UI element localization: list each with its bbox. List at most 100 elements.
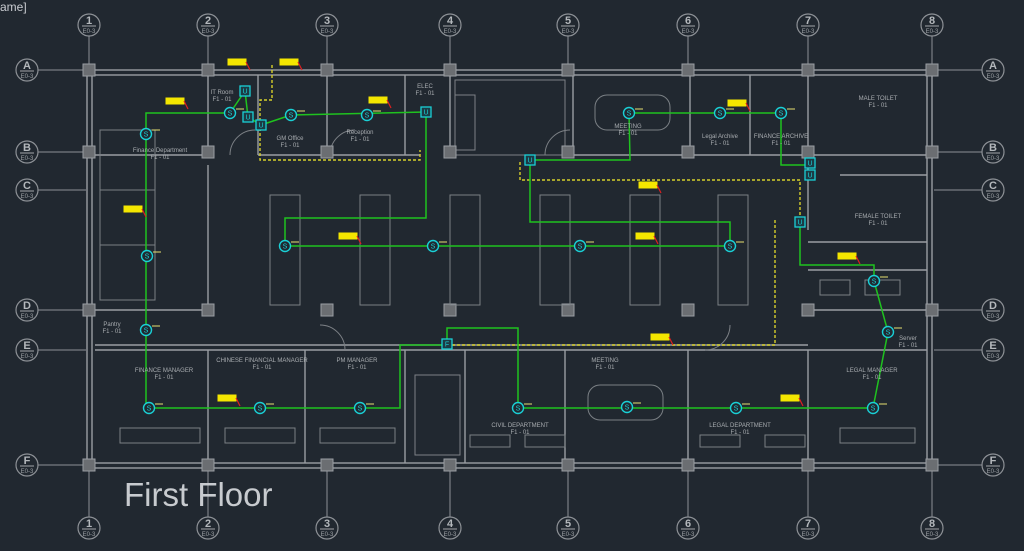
grid-label: D <box>23 300 31 312</box>
room-name: IT Room <box>211 90 234 96</box>
speaker-icon[interactable]: S <box>729 401 751 415</box>
grid-bubble-right: FE0-3 <box>981 453 1005 477</box>
fixtures <box>123 58 861 407</box>
light-fixture <box>368 96 388 104</box>
room-name: Reception <box>346 130 373 136</box>
amplifier-unit-icon[interactable]: U <box>242 111 254 123</box>
light-fixture <box>123 205 143 213</box>
room-tag: F1 - 01 <box>150 155 170 161</box>
svg-text:S: S <box>228 111 233 118</box>
grid-label: 7 <box>805 15 811 27</box>
amplifier-unit-icon[interactable]: U <box>804 169 816 181</box>
sheet-ref: E0-3 <box>987 156 1000 162</box>
amplifier-unit-icon[interactable]: U <box>420 106 432 118</box>
room-name: Finance Department <box>133 148 188 154</box>
grid-label: D <box>989 300 997 312</box>
speaker-icon[interactable]: S <box>774 106 796 120</box>
speaker-icon[interactable]: S <box>278 239 300 253</box>
fire-panel-icon[interactable]: F <box>441 338 453 350</box>
svg-text:U: U <box>423 110 428 117</box>
speaker-icon[interactable]: S <box>139 323 161 337</box>
amplifier-unit-icon[interactable]: U <box>794 216 806 228</box>
speaker-icon[interactable]: S <box>866 401 888 415</box>
sheet-ref: E0-3 <box>21 469 34 475</box>
speaker-icon[interactable]: S <box>360 108 382 122</box>
speaker-icon[interactable]: S <box>511 401 533 415</box>
speaker-icon[interactable]: S <box>713 106 735 120</box>
sheet-ref: E0-3 <box>682 29 695 35</box>
svg-text:S: S <box>516 406 521 413</box>
structural-columns <box>82 63 939 472</box>
amplifier-unit-icon[interactable]: U <box>804 157 816 169</box>
grid-label: A <box>989 60 997 72</box>
light-fixture <box>217 394 237 402</box>
room-name: CIVIL DEPARTMENT <box>491 423 549 429</box>
grid-label: C <box>989 180 997 192</box>
sheet-ref: E0-3 <box>21 74 34 80</box>
svg-text:S: S <box>145 254 150 261</box>
grid-label: 7 <box>805 518 811 530</box>
window-title-fragment: ame] <box>0 0 27 14</box>
speaker-icon[interactable]: S <box>622 106 644 120</box>
speaker-icon[interactable]: S <box>223 106 245 120</box>
light-fixture <box>650 333 670 341</box>
sheet-ref: E0-3 <box>926 532 939 538</box>
svg-text:S: S <box>728 244 733 251</box>
grid-bubble-left: AE0-3 <box>15 58 39 82</box>
speaker-icon[interactable]: S <box>284 108 306 122</box>
svg-text:S: S <box>144 132 149 139</box>
svg-text:S: S <box>365 113 370 120</box>
sheet-ref: E0-3 <box>321 29 334 35</box>
grid-bubble-top: 7E0-3 <box>796 13 820 37</box>
speaker-icon[interactable]: S <box>867 274 889 288</box>
speaker-icon[interactable]: S <box>253 401 275 415</box>
svg-text:S: S <box>779 111 784 118</box>
amplifier-unit-icon[interactable]: U <box>255 119 267 131</box>
svg-text:S: S <box>718 111 723 118</box>
svg-text:U: U <box>807 161 812 168</box>
speaker-icon[interactable]: S <box>142 401 164 415</box>
room-name: GM Office <box>277 136 305 142</box>
sheet-ref: E0-3 <box>202 532 215 538</box>
svg-text:S: S <box>872 279 877 286</box>
amplifier-unit-icon[interactable]: U <box>239 85 251 97</box>
svg-text:S: S <box>886 330 891 337</box>
speaker-icon[interactable]: S <box>881 325 903 339</box>
room-tag: F1 - 01 <box>730 430 750 436</box>
speaker-icon[interactable]: S <box>723 239 745 253</box>
room-name: CHINESE FINANCIAL MANAGER <box>216 358 308 364</box>
room-tag: F1 - 01 <box>618 131 638 137</box>
svg-text:U: U <box>242 89 247 96</box>
speaker-icon[interactable]: S <box>573 239 595 253</box>
amplifier-unit-icon[interactable]: U <box>524 154 536 166</box>
sheet-ref: E0-3 <box>21 314 34 320</box>
speaker-icon[interactable]: S <box>140 249 162 263</box>
room-tag: F1 - 01 <box>771 141 791 147</box>
grid-bubble-bottom: 6E0-3 <box>676 516 700 540</box>
speaker-icon[interactable]: S <box>353 401 375 415</box>
sheet-ref: E0-3 <box>21 354 34 360</box>
sheet-ref: E0-3 <box>21 194 34 200</box>
room-name: LEGAL MANAGER <box>846 368 898 374</box>
grid-label: 3 <box>324 15 330 27</box>
grid-label: B <box>23 142 31 154</box>
speaker-icon[interactable]: S <box>426 239 448 253</box>
room-tag: F1 - 01 <box>102 329 122 335</box>
speaker-icon[interactable]: S <box>620 400 642 414</box>
sheet-ref: E0-3 <box>987 354 1000 360</box>
room-name: Server <box>899 336 917 342</box>
floor-label: First Floor <box>124 476 273 513</box>
light-fixture <box>227 58 247 66</box>
grid-label: 4 <box>447 518 454 530</box>
speaker-icon[interactable]: S <box>139 127 161 141</box>
grid-label: 2 <box>205 518 211 530</box>
